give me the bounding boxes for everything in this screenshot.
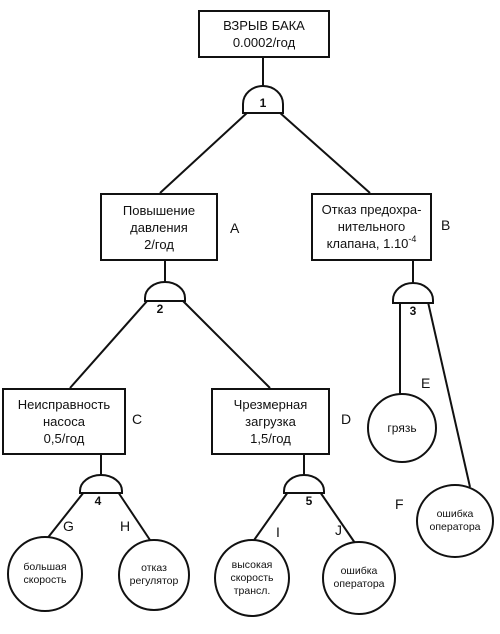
event-D-line1: Чрезмерная [233, 397, 308, 412]
event-A-line1: Повышение [122, 202, 196, 218]
and-gate-2 [144, 281, 186, 302]
basic-event-G-line2: скорость [23, 574, 67, 586]
basic-event-J-line1: ошибка [340, 565, 378, 577]
event-B-rate-base: клапана, 1.10 [326, 235, 409, 251]
gate-number-2: 2 [156, 302, 164, 316]
basic-event-J-line2: оператора [333, 578, 385, 590]
basic-event-J: ошибка оператора [322, 541, 396, 615]
event-C-line2: насоса [42, 414, 85, 429]
basic-event-label-H: H [120, 518, 131, 534]
gate-number-1: 1 [259, 96, 267, 110]
basic-event-I-line3: трансл. [233, 584, 271, 597]
basic-event-F-line2: оператора [429, 521, 481, 533]
basic-event-H-line2: регулятор [129, 575, 179, 587]
event-B-line1: Отказ предохра- [321, 201, 422, 217]
gate-number-4: 4 [94, 494, 102, 508]
connector-gate2-C [69, 299, 149, 389]
and-gate-4 [79, 474, 123, 494]
top-event-rate: 0.0002/год [232, 35, 296, 50]
top-event-title: ВЗРЫВ БАКА [223, 18, 305, 33]
event-box-A: Повышение давления 2/год [100, 193, 218, 261]
connector-gate4-H [117, 491, 153, 544]
connector-gate1-A [159, 111, 249, 194]
event-A-line2: давления [130, 219, 188, 235]
gate-number-3: 3 [409, 304, 417, 318]
basic-event-G-line1: большая [23, 561, 67, 573]
basic-event-I-line2: скорость [230, 571, 274, 584]
event-B-rate-exponent: -4 [408, 233, 417, 244]
and-gate-3 [392, 282, 434, 304]
basic-event-F-line1: ошибка [436, 508, 474, 520]
event-B-rate: клапана, 1.10-4 [326, 233, 417, 254]
connector-gate4-G [45, 491, 85, 541]
gate-number-5: 5 [305, 494, 313, 508]
event-box-C: Неисправность насоса 0,5/год [2, 388, 126, 455]
event-B-line2: нительного [337, 218, 406, 234]
event-C-line1: Неисправность [17, 397, 111, 412]
event-label-A: A [230, 220, 240, 236]
event-D-rate: 1,5/год [250, 431, 291, 446]
basic-event-I-line1: высокая [231, 558, 273, 571]
top-event-box: ВЗРЫВ БАКА 0.0002/год [198, 10, 330, 58]
event-box-D: Чрезмерная загрузка 1,5/год [211, 388, 330, 455]
event-label-B: B [441, 217, 451, 233]
basic-event-label-F: F [395, 496, 404, 512]
event-label-D: D [341, 411, 352, 427]
and-gate-1 [242, 85, 284, 114]
event-label-C: C [132, 411, 143, 427]
basic-event-label-I: I [276, 524, 280, 540]
basic-event-G: большая скорость [7, 536, 83, 612]
connector-gate5-J [319, 491, 356, 544]
basic-event-H: отказ регулятор [118, 539, 190, 611]
basic-event-E: грязь [367, 393, 437, 463]
basic-event-E-text: грязь [387, 420, 417, 435]
event-C-rate: 0,5/год [43, 431, 85, 446]
event-D-line2: загрузка [245, 414, 296, 429]
connector-gate1-B [278, 111, 371, 194]
event-A-rate: 2/год [144, 236, 174, 252]
basic-event-label-G: G [63, 518, 74, 534]
and-gate-5 [283, 474, 325, 494]
connector-gate2-D [181, 299, 271, 389]
event-box-B: Отказ предохра- нительного клапана, 1.10… [311, 193, 432, 261]
basic-event-label-J: J [335, 522, 342, 538]
basic-event-I: высокая скорость трансл. [214, 539, 290, 617]
connector-gate5-I [251, 491, 289, 544]
connector-gate3-F [427, 301, 471, 488]
basic-event-label-E: E [421, 375, 431, 391]
basic-event-F: ошибка оператора [416, 484, 494, 558]
basic-event-H-line1: отказ [141, 562, 167, 574]
